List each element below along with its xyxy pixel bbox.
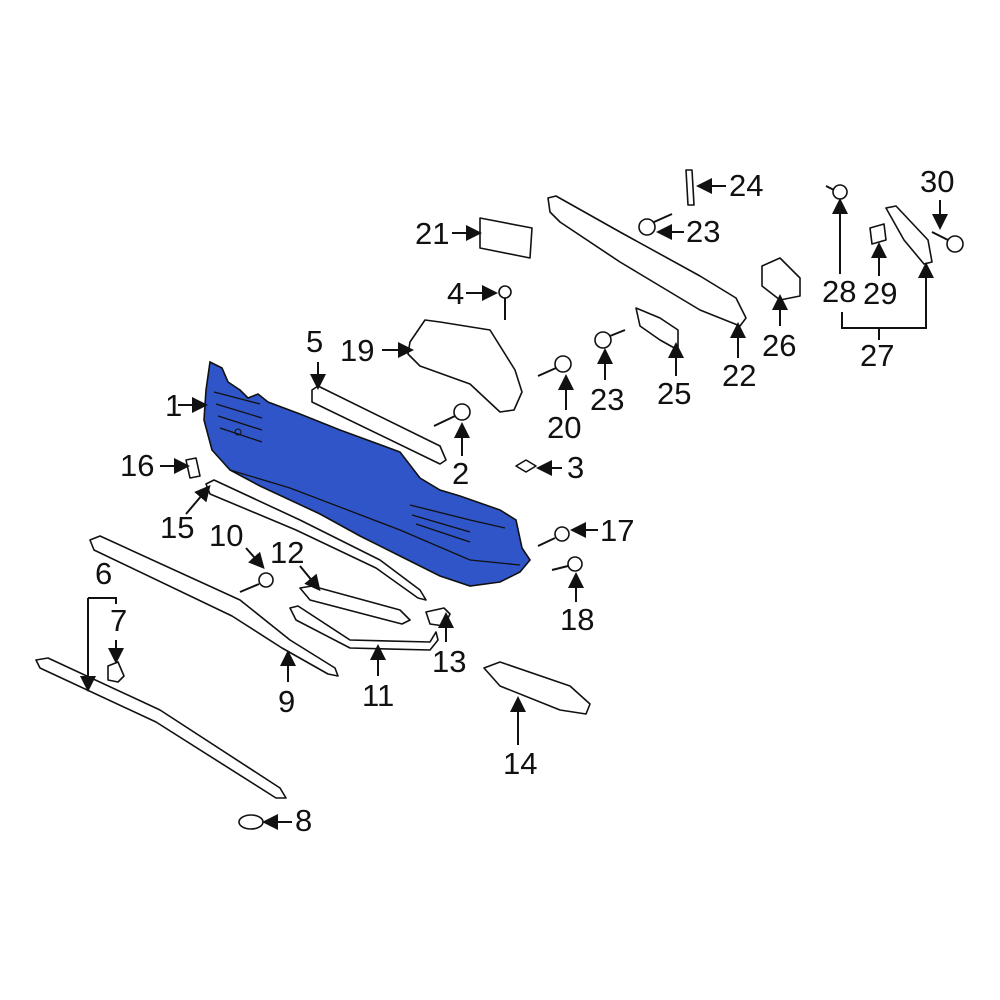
callout-28[interactable]: 28: [822, 274, 857, 309]
callout-13[interactable]: 13: [432, 644, 467, 679]
callout-23-upper[interactable]: 23: [686, 214, 721, 249]
part-9-trim[interactable]: [89, 535, 339, 677]
callout-23-lower[interactable]: 23: [590, 382, 625, 417]
callout-6[interactable]: 6: [95, 556, 113, 591]
callout-16[interactable]: 16: [120, 448, 155, 483]
part-24-bracket[interactable]: [685, 169, 695, 206]
callout-25[interactable]: 25: [657, 376, 692, 411]
part-21-plate[interactable]: [479, 217, 533, 259]
part-29-clip[interactable]: [869, 223, 887, 245]
callout-30[interactable]: 30: [920, 164, 955, 199]
callout-3[interactable]: 3: [567, 450, 585, 485]
part-14-lamp[interactable]: [483, 661, 591, 715]
callout-4[interactable]: 4: [447, 276, 465, 311]
callout-8[interactable]: 8: [295, 803, 313, 838]
callout-12[interactable]: 12: [270, 535, 305, 570]
callout-7[interactable]: 7: [110, 603, 128, 638]
callout-22[interactable]: 22: [722, 358, 757, 393]
part-25-bracket[interactable]: [635, 307, 679, 351]
part-7-clip[interactable]: [107, 661, 125, 683]
callout-5[interactable]: 5: [306, 324, 324, 359]
callout-10[interactable]: 10: [209, 518, 244, 553]
part-1-bumper-cover[interactable]: [203, 360, 531, 587]
callout-14[interactable]: 14: [503, 746, 538, 781]
callout-1[interactable]: 1: [165, 388, 183, 423]
callout-11[interactable]: 11: [362, 678, 395, 713]
callout-18[interactable]: 18: [560, 602, 595, 637]
part-11-trim[interactable]: [289, 605, 439, 651]
leader-arrows: [80, 178, 948, 830]
part-3-nut[interactable]: [515, 459, 537, 473]
callout-15[interactable]: 15: [160, 510, 195, 545]
part-15-strip[interactable]: [205, 479, 427, 601]
callout-2[interactable]: 2: [452, 456, 470, 491]
part-19-side-bracket[interactable]: [407, 319, 523, 413]
callout-21[interactable]: 21: [415, 216, 450, 251]
callout-17[interactable]: 17: [600, 513, 635, 548]
callout-29[interactable]: 29: [863, 276, 898, 311]
part-26-sensor[interactable]: [761, 257, 801, 301]
callout-26[interactable]: 26: [762, 328, 797, 363]
part-27-bracket[interactable]: [885, 205, 933, 265]
part-16-clip[interactable]: [185, 457, 201, 479]
part-8-rivet[interactable]: [238, 814, 264, 830]
callout-20[interactable]: 20: [547, 410, 582, 445]
callout-27[interactable]: 27: [860, 338, 895, 373]
part-6-strip[interactable]: [35, 657, 287, 799]
callout-9[interactable]: 9: [278, 684, 296, 719]
callout-19[interactable]: 19: [340, 333, 375, 368]
callout-24[interactable]: 24: [729, 168, 764, 203]
bolt-icons: [239, 184, 964, 593]
